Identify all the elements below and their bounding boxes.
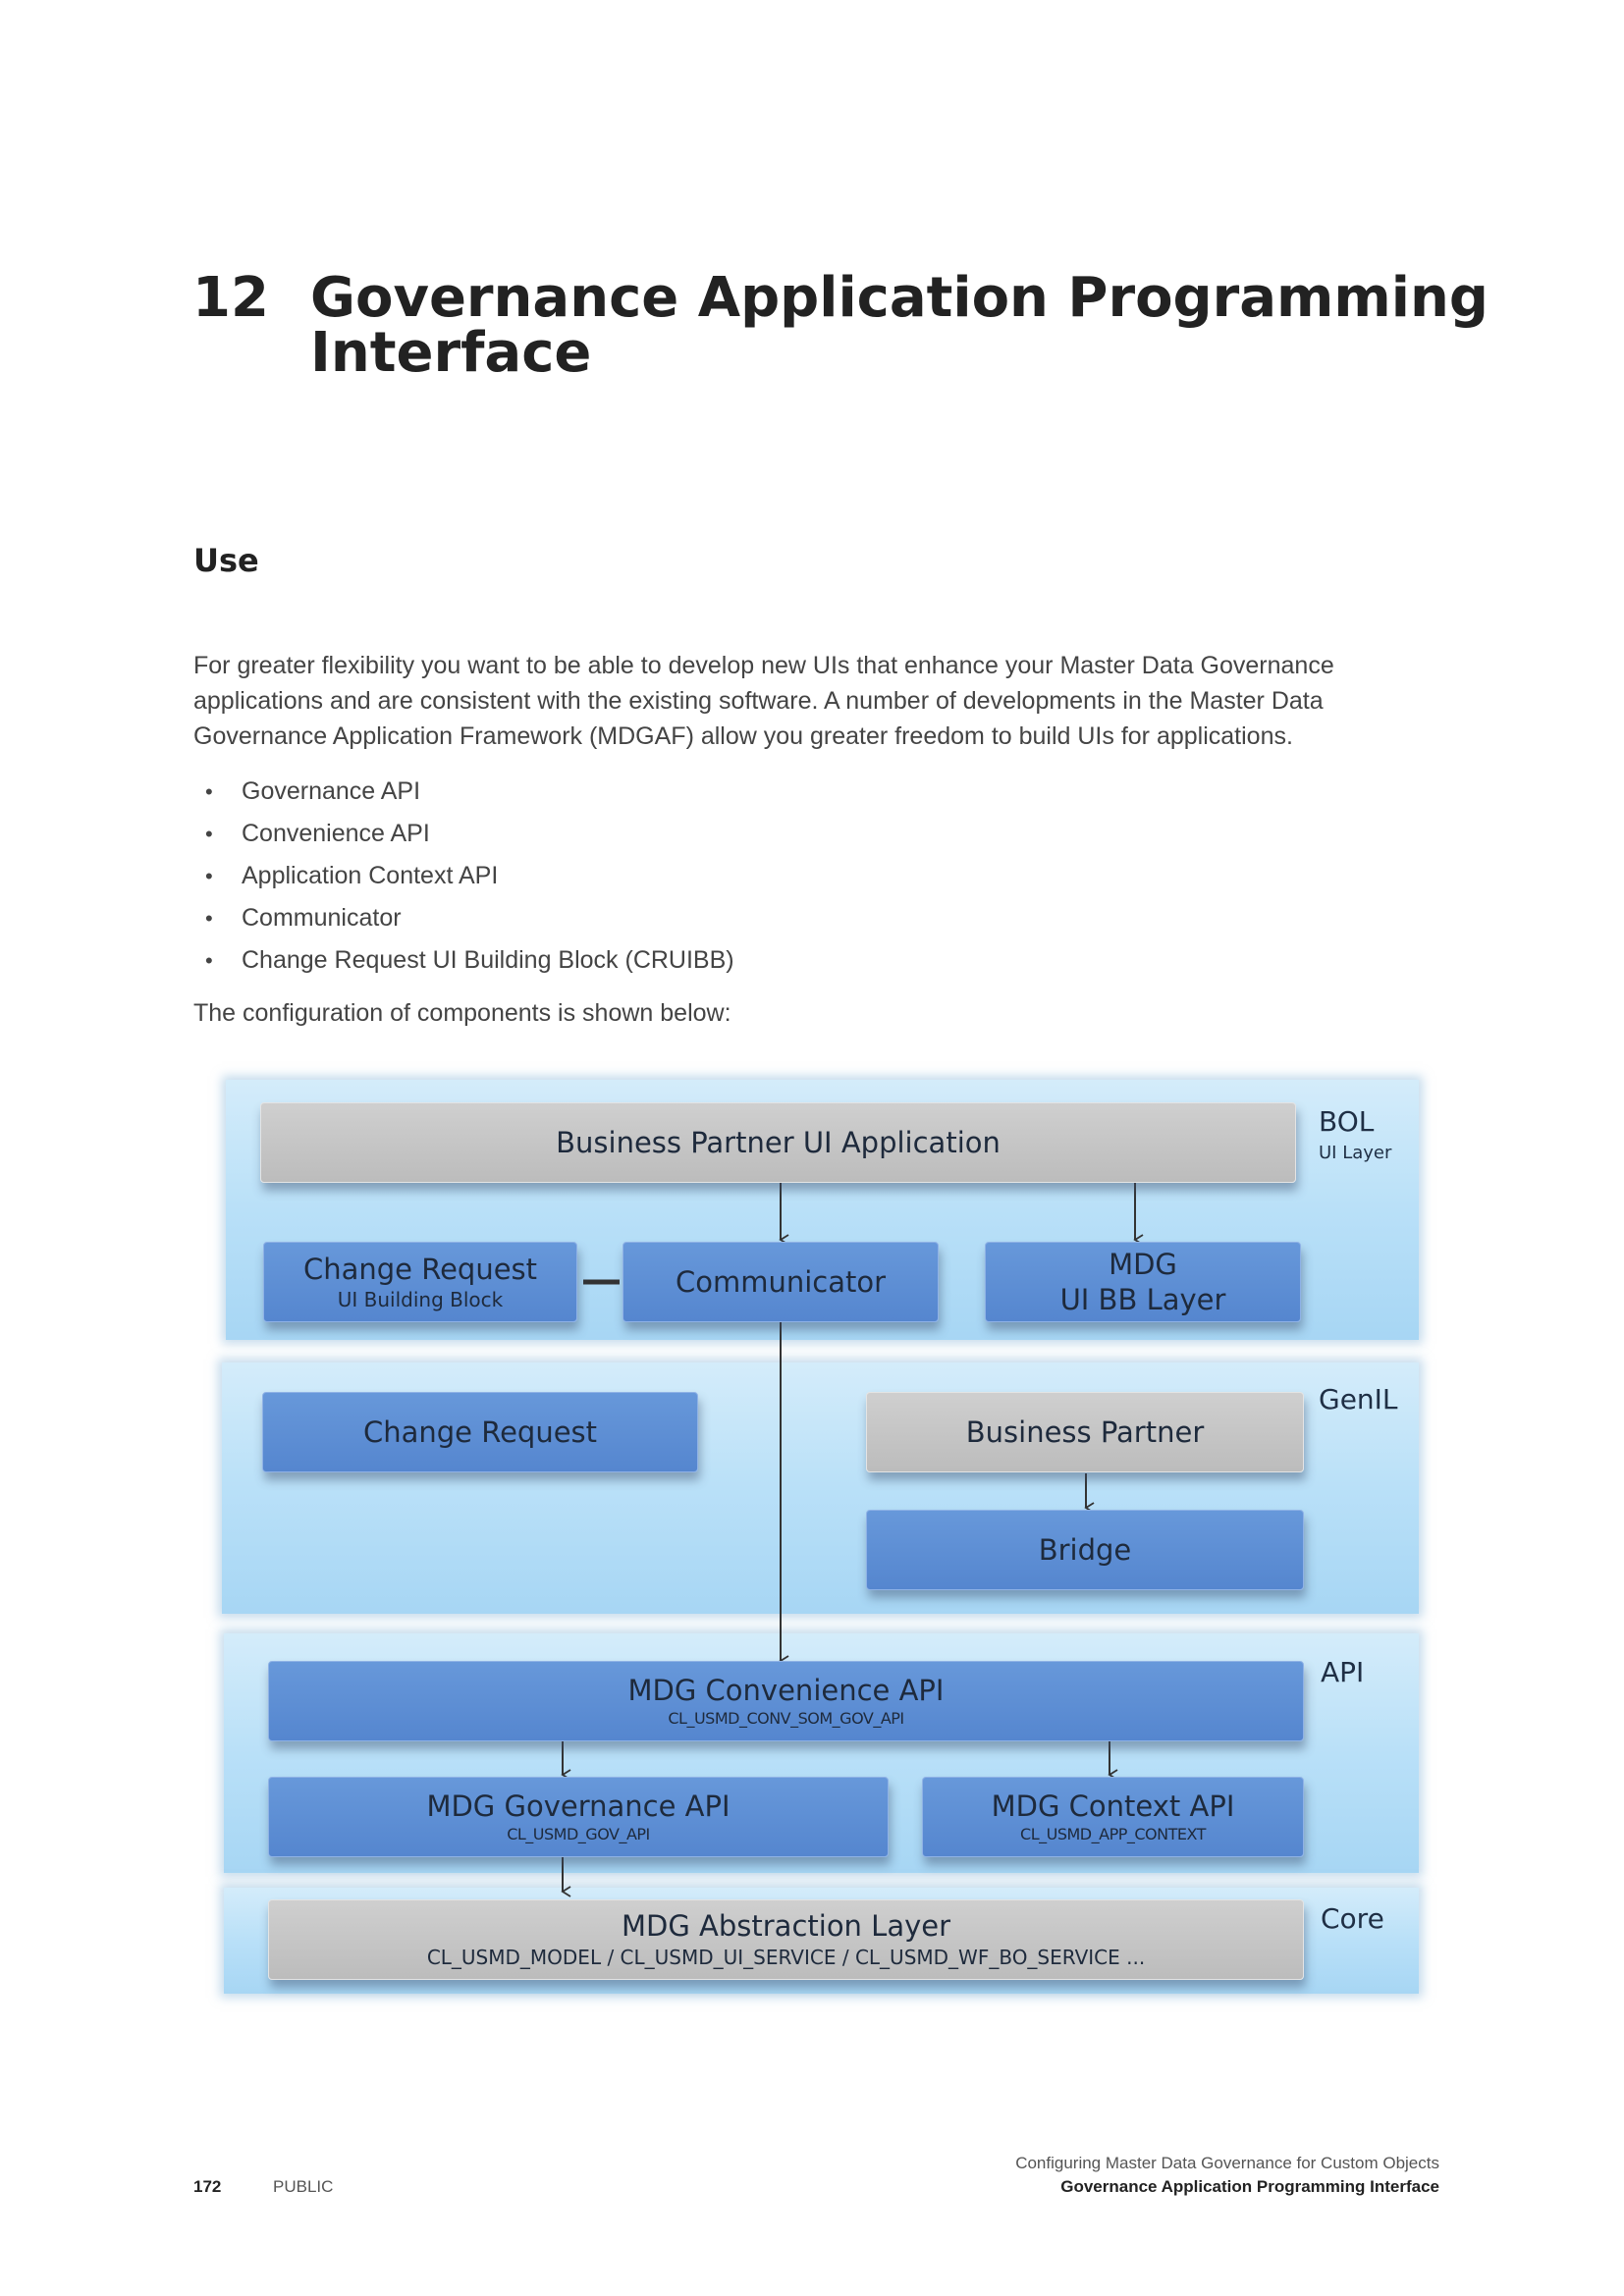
bullet-icon: •	[205, 822, 213, 846]
api-layer-label: API	[1321, 1656, 1365, 1688]
box-sublabel: UI Building Block	[337, 1288, 504, 1311]
mdg-governance-api-box: MDG Governance API CL_USMD_GOV_API	[268, 1777, 889, 1857]
footer-chapter-title: Governance Application Programming Inter…	[1060, 2177, 1439, 2196]
bullet-icon: •	[205, 906, 213, 931]
mdg-ui-bb-layer-box: MDG UI BB Layer	[985, 1242, 1301, 1322]
list-item: • Change Request UI Building Block (CRUIB…	[193, 939, 734, 982]
bol-layer-sublabel: UI Layer	[1319, 1143, 1392, 1163]
box-class-name: CL_USMD_CONV_SOM_GOV_API	[668, 1709, 904, 1728]
box-sublabel: UI BB Layer	[1059, 1283, 1226, 1316]
box-label: Bridge	[1038, 1533, 1132, 1567]
box-label: Communicator	[675, 1265, 887, 1299]
classification-label: PUBLIC	[273, 2177, 334, 2196]
box-label: MDG Convenience API	[627, 1674, 945, 1707]
change-request-box: Change Request	[262, 1392, 698, 1472]
box-label: MDG	[1109, 1248, 1177, 1281]
chapter-title: Governance Application Programming Inter…	[310, 266, 1489, 385]
list-item-label: Communicator	[242, 904, 402, 932]
document-title: Configuring Master Data Governance for C…	[1015, 2154, 1439, 2172]
list-item-label: Application Context API	[242, 862, 499, 889]
business-partner-box: Business Partner	[866, 1392, 1304, 1472]
box-label: Change Request	[302, 1253, 538, 1286]
bullet-icon: •	[205, 864, 213, 888]
list-item-label: Change Request UI Building Block (CRUIBB…	[242, 946, 734, 974]
genil-layer-label: GenIL	[1319, 1383, 1398, 1415]
box-label: MDG Context API	[991, 1789, 1235, 1823]
communicator-box: Communicator	[623, 1242, 939, 1322]
intro-paragraph: For greater flexibility you want to be a…	[193, 652, 1334, 750]
bullet-icon: •	[205, 779, 213, 804]
page-number: 172	[193, 2177, 222, 2196]
list-item: • Communicator	[193, 897, 734, 939]
box-label: Business Partner UI Application	[556, 1126, 1001, 1159]
diagram-caption: The configuration of components is shown…	[193, 999, 731, 1027]
list-item: • Governance API	[193, 771, 734, 813]
change-request-ui-building-block-box: Change Request UI Building Block	[263, 1242, 577, 1322]
list-item: • Convenience API	[193, 813, 734, 855]
bridge-box: Bridge	[866, 1510, 1304, 1590]
box-label: Change Request	[362, 1415, 598, 1449]
mdg-context-api-box: MDG Context API CL_USMD_APP_CONTEXT	[922, 1777, 1304, 1857]
mdg-convenience-api-box: MDG Convenience API CL_USMD_CONV_SOM_GOV…	[268, 1661, 1304, 1741]
mdg-abstraction-layer-box: MDG Abstraction Layer CL_USMD_MODEL / CL…	[268, 1899, 1304, 1980]
box-class-name: CL_USMD_APP_CONTEXT	[1020, 1825, 1206, 1843]
business-partner-ui-application-box: Business Partner UI Application	[260, 1102, 1296, 1183]
bol-layer-label: BOL	[1319, 1105, 1375, 1138]
box-label: MDG Abstraction Layer	[621, 1909, 951, 1943]
bullet-icon: •	[205, 948, 213, 973]
api-list: • Governance API • Convenience API • Applic…	[193, 771, 734, 982]
core-layer-label: Core	[1321, 1902, 1384, 1935]
box-label: Business Partner	[965, 1415, 1205, 1449]
box-class-name: CL_USMD_GOV_API	[507, 1825, 650, 1843]
list-item-label: Convenience API	[242, 820, 430, 847]
section-heading: Use	[193, 542, 259, 579]
list-item: • Application Context API	[193, 855, 734, 897]
box-class-name: CL_USMD_MODEL / CL_USMD_UI_SERVICE / CL_…	[426, 1946, 1146, 1969]
box-label: MDG Governance API	[426, 1789, 731, 1823]
chapter-number: 12	[192, 266, 269, 330]
list-item-label: Governance API	[242, 777, 421, 805]
